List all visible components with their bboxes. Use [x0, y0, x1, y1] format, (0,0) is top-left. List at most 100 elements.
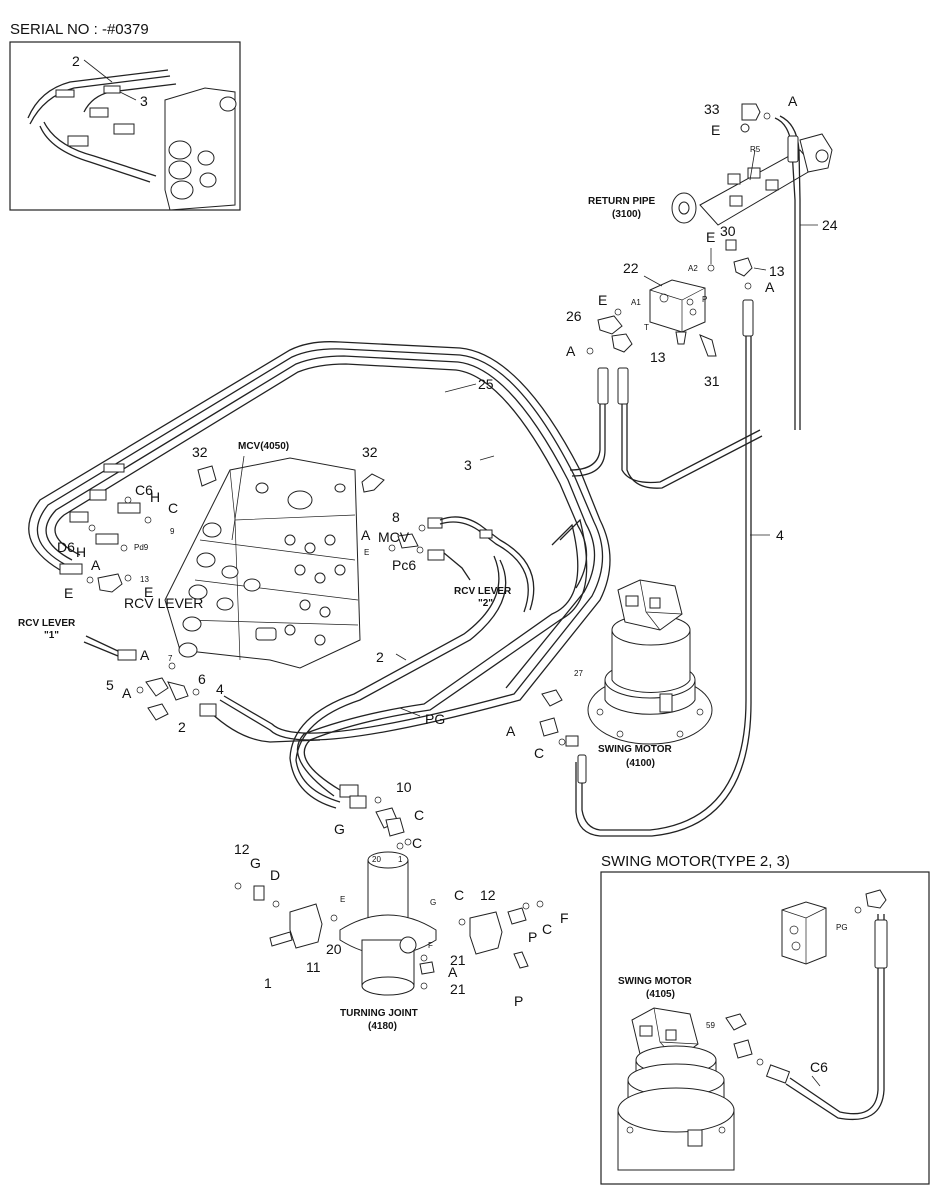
callout-a-return: A — [788, 93, 798, 109]
inset-heading: SWING MOTOR(TYPE 2, 3) — [601, 853, 790, 870]
callout-e-left: E — [144, 584, 153, 600]
callout-31: 31 — [704, 373, 720, 389]
callout-g-right-clamp: P — [528, 929, 537, 945]
callout-20-left: 20 — [326, 941, 342, 957]
serial-inset-drawing: 2 3 — [27, 53, 237, 211]
port-p-joint: F — [428, 941, 433, 950]
callout-h-top: C — [168, 500, 178, 516]
callout-12-left: G — [250, 855, 261, 871]
callout-3-inset: 3 — [140, 93, 148, 109]
callout-g-left-clamp: D — [270, 867, 280, 883]
callout-c-joint-top: 10 — [396, 779, 412, 795]
callout-c-left-clamp: 12 — [234, 841, 250, 857]
valve-block-22: 22 30 E A2 13 A E A1 P 26 T A 13 31 — [566, 223, 785, 389]
rcv-lever-1: RCV LEVER "1" A 7 5 A 6 4 2 — [18, 618, 224, 735]
callout-9-top: H — [150, 489, 160, 505]
caption-swing-motor-code: (4100) — [626, 758, 655, 769]
return-pipe-area: 33 A E R5 24 RETURN PIPE (3100) — [588, 93, 838, 430]
callout-13-mid: 13 — [650, 349, 666, 365]
callout-a-joint: 21 — [450, 981, 466, 997]
callout-5: 6 — [198, 671, 206, 687]
callout-c-joint: G — [334, 821, 345, 837]
callout-32-right: 32 — [362, 444, 378, 460]
port-pg: 27 — [574, 669, 583, 678]
callout-27: A — [506, 723, 516, 739]
callout-2-inset: 2 — [72, 53, 80, 69]
callout-13-top: 13 — [769, 263, 785, 279]
callout-e-return: E — [711, 122, 720, 138]
callout-e-rcv1: A — [140, 647, 150, 663]
caption-rcv2: RCV LEVER — [454, 586, 512, 597]
swing-motor-type23-inset: SWING MOTOR(TYPE 2, 3) PG C6 SWING MOTOR… — [600, 853, 930, 1185]
callout-a-rcv2-top: 8 — [392, 509, 400, 525]
mcv-valve: MCV(4050) 32 32 — [164, 441, 385, 669]
callout-a-22: A — [765, 279, 775, 295]
port-r5: R5 — [750, 145, 761, 154]
caption-return-pipe: RETURN PIPE — [588, 196, 656, 207]
callout-2: PG — [425, 711, 445, 727]
serial-inset-frame — [9, 41, 241, 211]
port-e-joint: 1 — [398, 855, 403, 864]
caption-swing-motor-inset: SWING MOTOR — [618, 976, 692, 987]
caption-rcv1: RCV LEVER — [18, 618, 76, 629]
callout-f-joint: 21 — [450, 952, 466, 968]
callout-e-rcv2: A — [361, 527, 371, 543]
main-hoses: 25 3 4 2 PG — [28, 135, 799, 837]
callout-59: C6 — [810, 1059, 828, 1075]
port-pd9: 13 — [140, 575, 149, 584]
caption-mcv: MCV(4050) — [238, 441, 289, 452]
mcv-left-fittings: C6 H C 9 D6 H A Pd9 13 E RCV LEVER E — [57, 463, 203, 611]
callout-33: 33 — [704, 101, 720, 117]
callout-11: A — [448, 964, 458, 980]
callout-20-right: C — [454, 887, 464, 903]
callout-8: MCV — [378, 529, 410, 545]
port-d6: Pd9 — [134, 543, 149, 552]
port-pc6-rcv2: E — [364, 548, 369, 557]
caption-return-pipe-code: (3100) — [612, 209, 641, 220]
caption-turning-joint: TURNING JOINT — [340, 1008, 418, 1019]
callout-a-26: A — [566, 343, 576, 359]
callout-22: 22 — [623, 260, 639, 276]
callout-c-left: D6 — [57, 539, 75, 555]
callout-g-joint: C — [412, 835, 422, 851]
caption-swing-motor-inset-code: (4105) — [646, 989, 675, 1000]
callout-4: 2 — [376, 649, 384, 665]
callout-a-rcv1-right: 4 — [216, 681, 224, 697]
callout-3: 3 — [464, 457, 472, 473]
port-p-inset: PG — [836, 923, 848, 932]
port-p-22: P — [702, 295, 707, 304]
callout-1-right: 12 — [480, 887, 496, 903]
port-c-joint: G — [430, 898, 436, 907]
swing-motor-4100: 27 A C SWING MOTOR (4100) — [506, 579, 713, 769]
callout-9-left: H — [76, 544, 86, 560]
port-pc6-rcv1: 7 — [168, 654, 173, 663]
serial-inset: SERIAL NO : -#0379 2 3 — [9, 21, 241, 211]
serial-heading: SERIAL NO : -#0379 — [10, 21, 149, 38]
port-t: T — [644, 323, 649, 332]
callout-32-left: 32 — [192, 444, 208, 460]
callout-24: 24 — [822, 217, 838, 233]
port-a1: A1 — [631, 298, 641, 307]
callout-26: 26 — [566, 308, 582, 324]
callout-7: A — [122, 685, 132, 701]
caption-swing-motor: SWING MOTOR — [598, 744, 672, 755]
port-a2: A2 — [688, 264, 698, 273]
callout-4-right: 4 — [776, 527, 784, 543]
turning-joint: 10 C G C 20 1 E G F 21 A 21 TURNING JOIN… — [234, 779, 569, 1032]
callout-c-top: C6 — [135, 482, 153, 498]
port-d-joint: E — [340, 895, 345, 904]
callout-e-a1: E — [598, 292, 607, 308]
callout-e-22: E — [706, 229, 715, 245]
callout-10: C — [414, 807, 424, 823]
inset-frame — [600, 871, 930, 1185]
callout-21-left: 1 — [264, 975, 272, 991]
callout-c-right-clamp: F — [560, 910, 569, 926]
caption-turning-joint-code: (4180) — [368, 1021, 397, 1032]
callout-1-left: 11 — [306, 959, 321, 975]
caption-rcv2-code: "2" — [478, 598, 493, 609]
rcv-lever-2: 8 MCV A E Pc6 RCV LEVER "2" — [361, 509, 535, 613]
callout-25: 25 — [478, 376, 494, 392]
callout-30: 30 — [720, 223, 736, 239]
port-f-joint: 20 — [372, 855, 381, 864]
